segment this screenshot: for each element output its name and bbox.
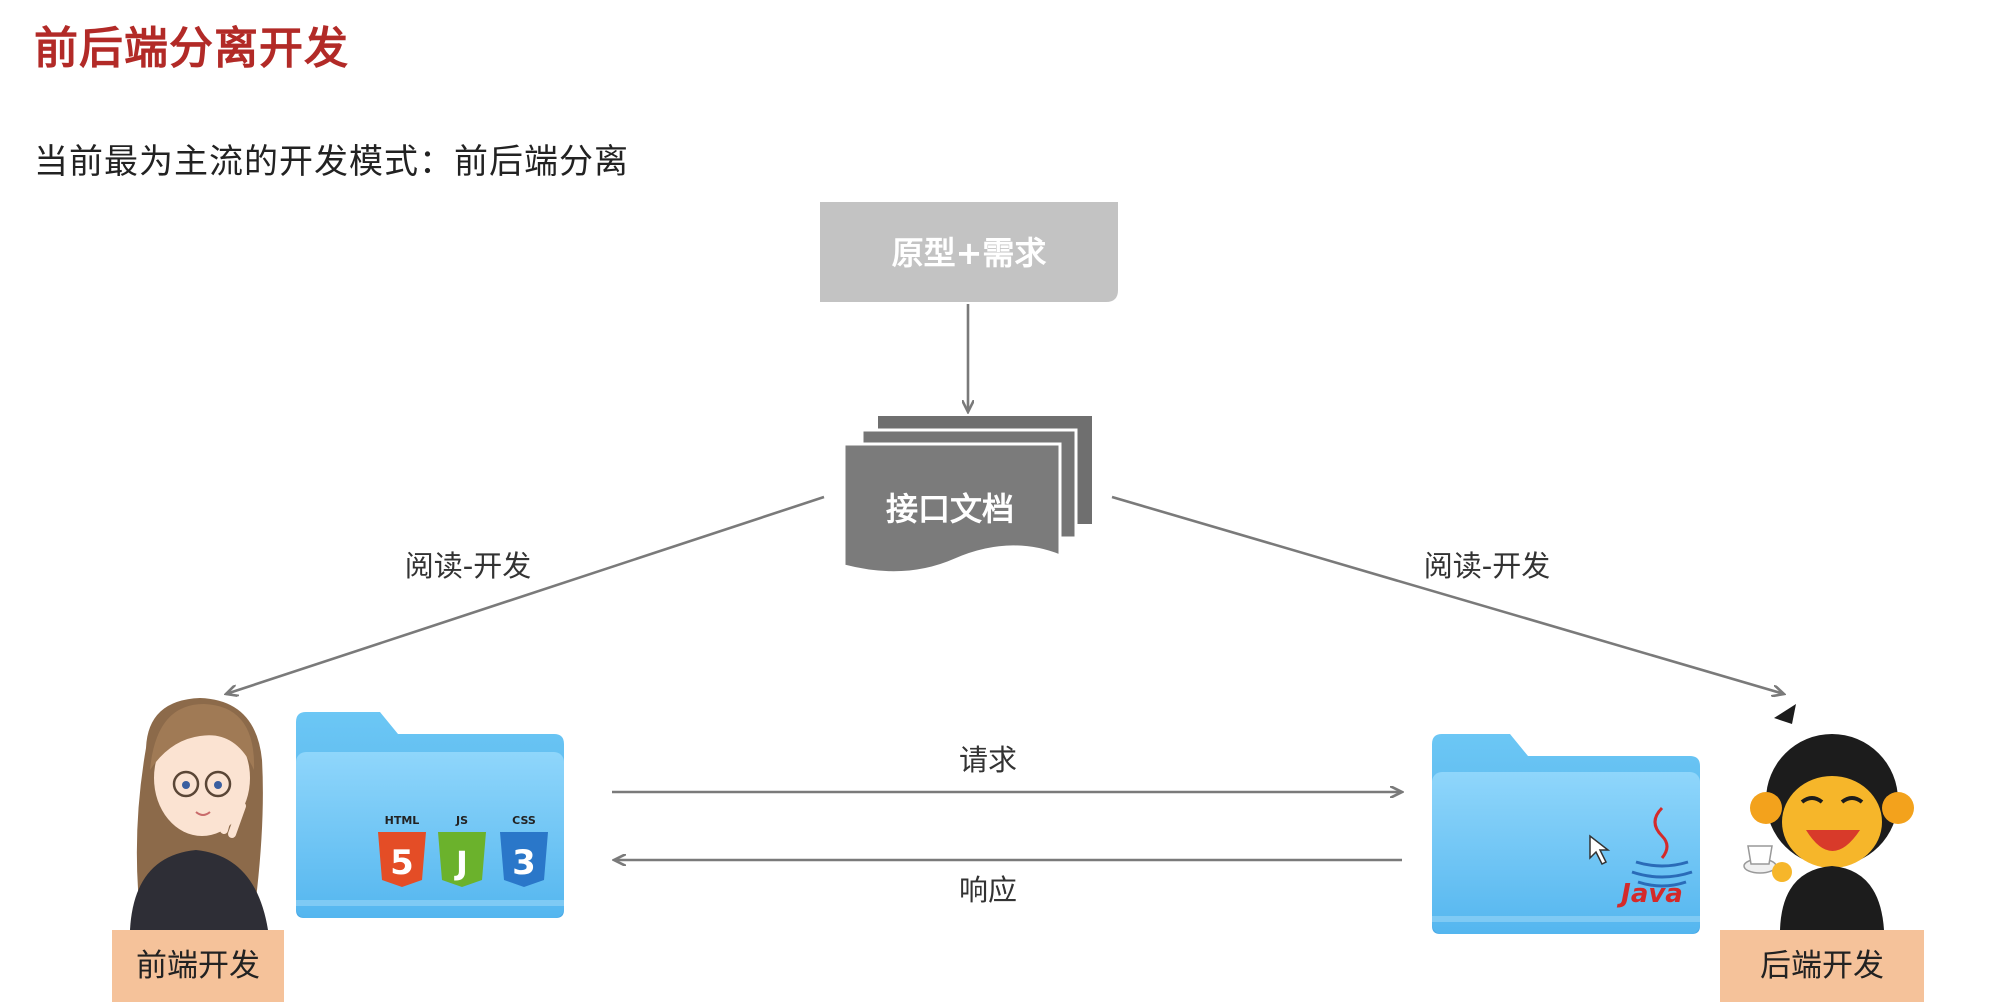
mascot-face xyxy=(1782,776,1882,868)
avatar-hand xyxy=(220,796,246,838)
doc-page-front xyxy=(842,442,1062,575)
backend-role-label: 后端开发 xyxy=(1760,948,1884,984)
frontend-role-box xyxy=(112,930,284,1002)
mascot-eye-right xyxy=(1840,796,1864,804)
mascot-body xyxy=(1780,866,1884,930)
mascot-hair-tuft xyxy=(1774,704,1796,724)
java-caption: Java xyxy=(1616,879,1683,909)
css-caption: CSS xyxy=(512,814,536,827)
frontend-role-node: 前端开发 xyxy=(112,930,284,1002)
subtitle: 当前最为主流的开发模式：前后端分离 xyxy=(34,142,629,182)
mascot-ear-right xyxy=(1882,792,1914,824)
js-shield xyxy=(438,832,486,887)
js-glyph: J xyxy=(454,844,468,882)
mascot-hand xyxy=(1772,862,1792,882)
frontend-folder-front xyxy=(296,752,564,918)
prototype-label: 原型+需求 xyxy=(892,234,1047,272)
prototype-node: 原型+需求 xyxy=(820,202,1118,302)
html5-caption: HTML xyxy=(385,814,420,827)
mouse-cursor-icon xyxy=(1589,834,1611,866)
frontend-developer-avatar xyxy=(130,698,268,930)
html5-icon: HTML 5 xyxy=(378,814,426,887)
page-title: 前后端分离开发 xyxy=(34,23,349,74)
frontend-folder-edge xyxy=(296,900,564,906)
java-cup-line-3 xyxy=(1637,880,1687,888)
js-icon: JS J xyxy=(438,814,486,887)
request-label: 请求 xyxy=(959,743,1017,777)
backend-role-node: 后端开发 xyxy=(1720,930,1924,1002)
avatar-body xyxy=(130,850,268,930)
mascot-ear-left xyxy=(1750,792,1782,824)
mascot-mouth xyxy=(1806,830,1860,851)
mascot-eye-left xyxy=(1800,796,1824,804)
html5-shield xyxy=(378,832,426,887)
prototype-box xyxy=(820,202,1118,302)
avatar-glasses-right xyxy=(204,770,232,798)
doc-to-frontend-arrow xyxy=(226,495,825,694)
java-steam xyxy=(1653,806,1669,859)
backend-folder-edge xyxy=(1432,916,1700,922)
read-dev-right-label: 阅读-开发 xyxy=(1424,549,1550,583)
avatar-glasses-left xyxy=(172,770,200,798)
css3-icon: CSS 3 xyxy=(500,814,548,887)
backend-folder-front xyxy=(1432,772,1700,934)
doc-to-backend-arrow xyxy=(1111,495,1784,694)
backend-developer-avatar xyxy=(1743,704,1914,930)
backend-role-box xyxy=(1720,930,1924,1002)
avatar-eye-left xyxy=(182,781,190,789)
java-cup-line-1 xyxy=(1635,860,1689,868)
backend-folder-icon: Java xyxy=(1432,734,1700,934)
avatar-eye-right xyxy=(214,781,222,789)
frontend-role-label: 前端开发 xyxy=(136,948,260,984)
read-dev-left-label: 阅读-开发 xyxy=(405,549,531,583)
java-icon: Java xyxy=(1616,806,1693,909)
html5-glyph: 5 xyxy=(390,843,414,883)
css3-shield xyxy=(500,832,548,887)
api-doc-label: 接口文档 xyxy=(886,490,1014,528)
css3-glyph: 3 xyxy=(512,843,536,883)
java-cup-line-2 xyxy=(1631,870,1693,879)
mascot-teacup xyxy=(1747,845,1773,865)
avatar-mouth xyxy=(195,811,211,816)
response-label: 响应 xyxy=(959,873,1017,907)
js-caption: JS xyxy=(455,814,468,827)
avatar-hair-front xyxy=(150,704,255,770)
api-doc-node: 接口文档 xyxy=(842,416,1092,575)
frontend-folder-icon: HTML 5 JS J CSS 3 xyxy=(296,712,564,918)
